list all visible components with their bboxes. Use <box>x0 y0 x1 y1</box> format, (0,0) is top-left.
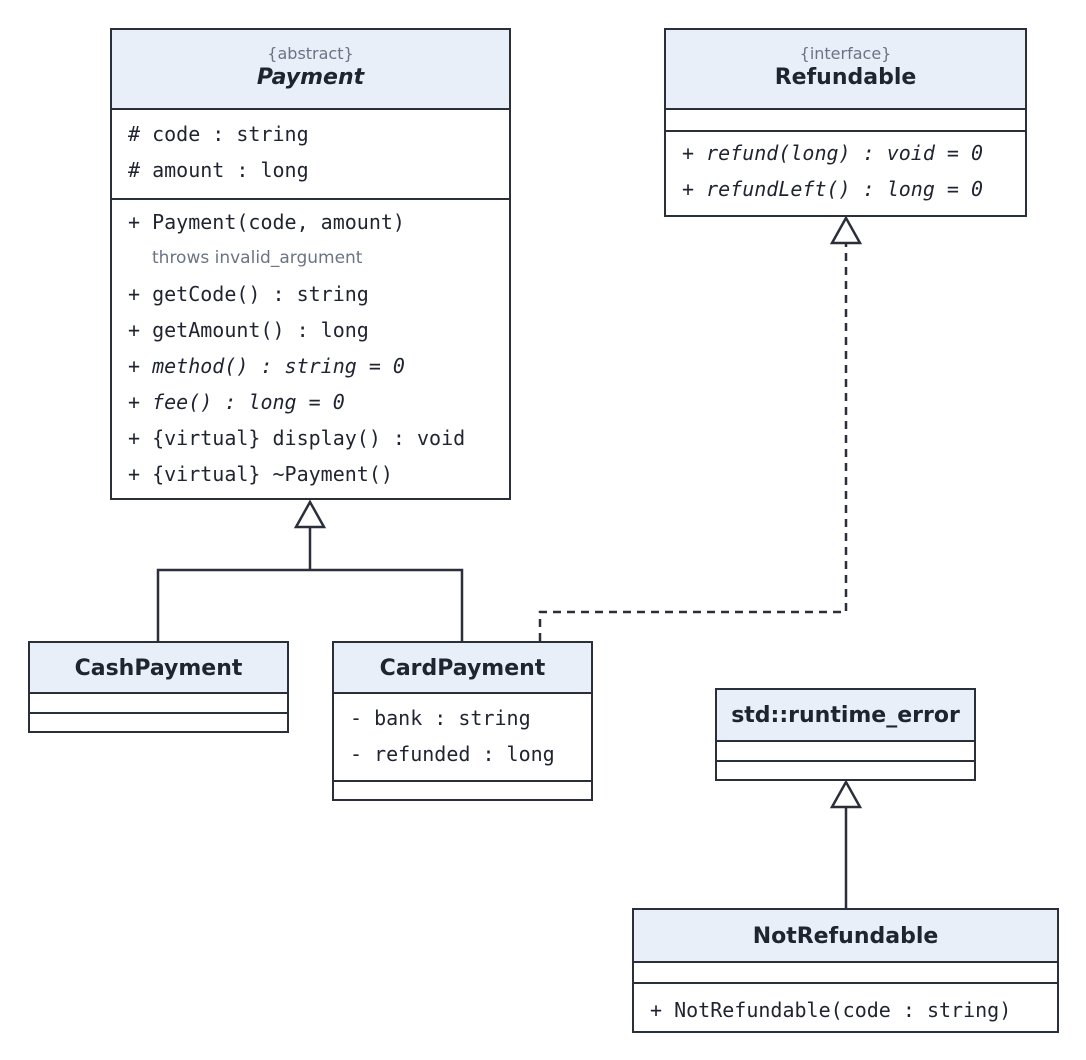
class-name-refundable: Refundable <box>774 65 917 90</box>
operations-section <box>334 782 591 798</box>
attribute-amount: # amount : long <box>128 158 309 182</box>
attribute-refunded: - refunded : long <box>350 742 555 766</box>
class-name-cashpayment: CashPayment <box>74 656 243 681</box>
operations-section <box>30 714 287 730</box>
class-name-payment: Payment <box>256 65 365 90</box>
attributes-section: # code : string # amount : long <box>112 110 509 200</box>
class-runtime-error-header: std::runtime_error <box>717 690 974 742</box>
operation-display: + {virtual} display() : void <box>128 426 466 450</box>
operation-destructor: + {virtual} ~Payment() <box>128 462 393 486</box>
operations-section <box>717 762 974 778</box>
class-payment: {abstract} Payment # code : string # amo… <box>110 28 511 500</box>
attribute-bank: - bank : string <box>350 706 531 730</box>
constructor-note: throws invalid_argument <box>152 248 363 268</box>
class-refundable: {interface} Refundable + refund(long) : … <box>664 28 1027 217</box>
operation-getamount: + getAmount() : long <box>128 318 369 342</box>
operations-section: + refund(long) : void = 0 + refundLeft()… <box>666 132 1025 207</box>
class-notrefundable: NotRefundable + NotRefundable(code : str… <box>632 908 1059 1033</box>
realization-edge-refundable <box>538 215 863 641</box>
operation-refundleft: + refundLeft() : long = 0 <box>682 177 984 201</box>
operation-method: + method() : string = 0 <box>128 354 405 378</box>
class-refundable-header: {interface} Refundable <box>666 30 1025 110</box>
class-name-runtime-error: std::runtime_error <box>731 703 960 728</box>
operation-constructor: + Payment(code, amount) <box>128 210 405 234</box>
realization-arrowhead-refundable <box>829 215 863 245</box>
operation-refund: + refund(long) : void = 0 <box>682 141 984 165</box>
stereotype-abstract: {abstract} <box>267 44 354 63</box>
class-cashpayment: CashPayment <box>28 641 289 733</box>
class-name-cardpayment: CardPayment <box>379 656 546 681</box>
class-cardpayment-header: CardPayment <box>334 643 591 694</box>
generalization-edge-payment <box>156 499 464 641</box>
operation-getcode: + getCode() : string <box>128 282 369 306</box>
inheritance-arrowhead-payment <box>293 499 327 529</box>
attributes-section <box>634 963 1057 984</box>
operation-fee: + fee() : long = 0 <box>128 390 345 414</box>
operations-section: + NotRefundable(code : string) <box>634 984 1057 1028</box>
attributes-section <box>30 694 287 714</box>
class-cashpayment-header: CashPayment <box>30 643 287 694</box>
operations-section: + Payment(code, amount) throws invalid_a… <box>112 200 509 492</box>
class-cardpayment: CardPayment - bank : string - refunded :… <box>332 641 593 801</box>
class-name-notrefundable: NotRefundable <box>752 924 939 949</box>
class-runtime-error: std::runtime_error <box>715 688 976 781</box>
generalization-edge-runtime-error <box>829 779 863 910</box>
attributes-section <box>666 110 1025 132</box>
attributes-section: - bank : string - refunded : long <box>334 694 591 782</box>
class-notrefundable-header: NotRefundable <box>634 910 1057 963</box>
attribute-code: # code : string <box>128 122 309 146</box>
inheritance-arrowhead-runtime-error <box>829 779 863 809</box>
attributes-section <box>717 742 974 762</box>
stereotype-interface: {interface} <box>799 44 892 63</box>
operation-notrefundable-constructor: + NotRefundable(code : string) <box>650 998 1012 1022</box>
class-payment-header: {abstract} Payment <box>112 30 509 110</box>
